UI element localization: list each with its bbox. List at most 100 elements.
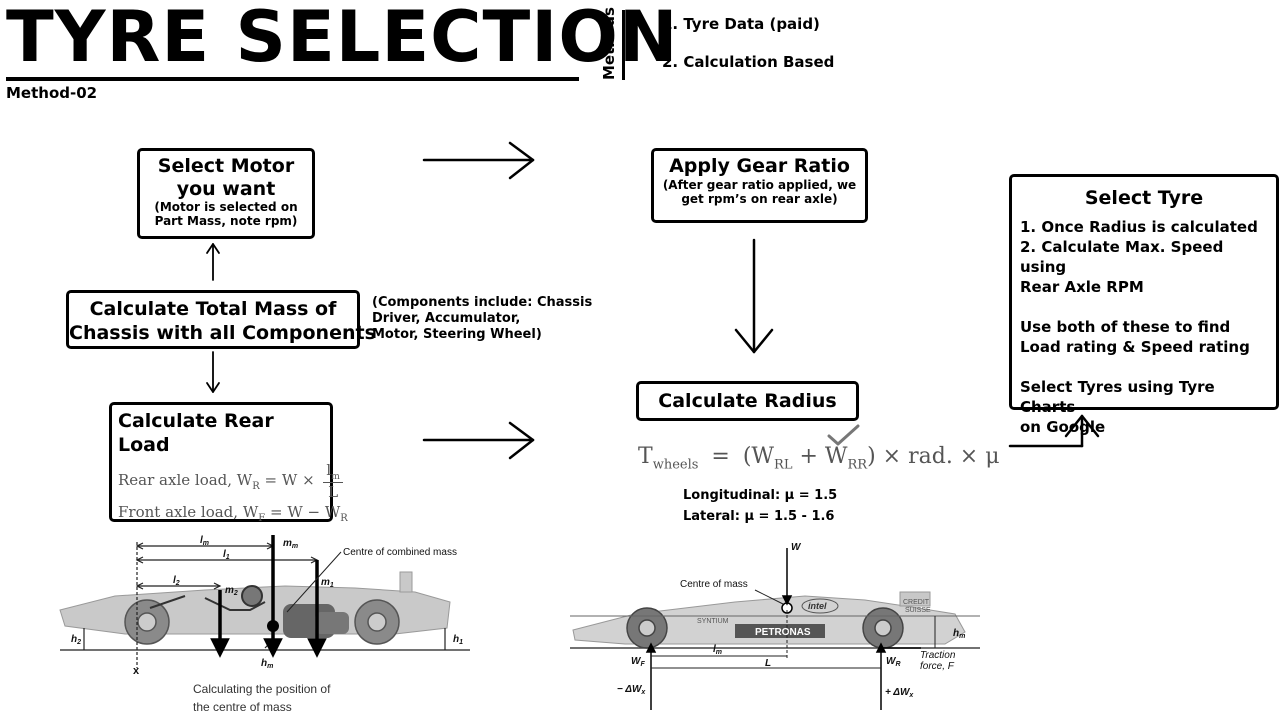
radius-title: Calculate Radius [658, 390, 837, 412]
select-tyre-line-2b: Max. Speed [1125, 238, 1224, 256]
checkmark-icon [827, 424, 860, 446]
fraction-numerator-sub: m [331, 472, 340, 482]
label-l1: l1 [223, 549, 230, 561]
page-title: TYRE SELECTION [6, 0, 679, 78]
components-note-1: (Components include: Chassis [372, 295, 593, 310]
sponsor-band [735, 624, 825, 638]
mu-longitudinal: Longitudinal: μ = 1.5 [683, 488, 838, 503]
method-item-2: 2. Calculation Based [662, 53, 835, 71]
label-dwx-neg: − ΔWx [617, 684, 646, 696]
front-axle-eq: = W − W [269, 503, 341, 521]
label-lm: lm [200, 535, 209, 547]
arrow-up-select-tyre [1008, 414, 1100, 448]
label-L: L [765, 658, 771, 669]
front-axle-sub: F [258, 513, 266, 524]
torque-lhs: T [638, 444, 653, 469]
torque-plus: + W [799, 444, 848, 469]
rear-axle-formula: Rear axle load, WR = W × lm L [118, 461, 343, 501]
arrow-right-middle [422, 421, 535, 460]
select-motor-note-2: Part Mass, note rpm) [154, 214, 298, 228]
select-tyre-line-5: Load rating & Speed rating [1020, 338, 1250, 356]
gear-ratio-note-2: get rpm’s on rear axle) [681, 192, 838, 206]
rear-axle-fraction: lm L [323, 461, 343, 501]
label-h1: h1 [453, 634, 463, 646]
select-tyre-line-7: on Google [1020, 418, 1106, 436]
label-wr: WR [886, 656, 901, 668]
label-m2: m2 [225, 585, 238, 597]
rear-axle-sub: R [252, 481, 260, 492]
components-note-2: Driver, Accumulator, [372, 311, 521, 326]
select-motor-box: Select Motor you want (Motor is selected… [137, 148, 315, 239]
select-tyre-line-6: Select Tyres using Tyre Charts [1020, 377, 1268, 417]
label-w: W [791, 542, 802, 553]
arrow-right-top [422, 141, 535, 180]
rear-axle-eq: = W × [264, 471, 315, 489]
gear-ratio-note-1: (After gear ratio applied, we [662, 178, 857, 192]
select-motor-title-2: you want [176, 178, 276, 200]
centre-of-mass-figure: lm l1 l2 mm m2 m1 h2 h1 hm x Centre of c… [59, 535, 470, 677]
select-tyre-line-6a: Select Tyres using [1020, 378, 1179, 396]
arrow-up-motor [206, 243, 220, 281]
label-hm: hm [261, 658, 273, 670]
torque-eq: = [711, 444, 730, 469]
select-tyre-line-1: 1. Once Radius is calculated [1020, 218, 1258, 236]
label-l2: l2 [173, 575, 180, 587]
label-lm-right: lm [713, 644, 722, 656]
total-mass-line-1: Calculate Total Mass of [89, 298, 337, 320]
components-note: (Components include: Chassis Driver, Acc… [372, 295, 602, 343]
traction-figure: PETRONAS intel SYNTIUM CREDIT SUISSE W l… [570, 542, 980, 710]
front-axle-label: Front axle load, W [118, 503, 259, 521]
caption-line-1: Calculating the position of [193, 682, 331, 696]
select-tyre-line-3: Rear Axle RPM [1020, 278, 1144, 296]
label-h2: h2 [71, 634, 81, 646]
method-item-1: 1. Tyre Data (paid) [662, 15, 820, 33]
page-subtitle: Method-02 [6, 84, 98, 102]
select-motor-title-1: Select Motor [157, 155, 295, 177]
arrow-down-rearload [206, 351, 220, 393]
label-centre-combined: Centre of combined mass [343, 547, 457, 558]
label-hm-right: hm [953, 628, 965, 640]
torque-rhs1-sub: RL [774, 457, 793, 473]
rear-load-title: Calculate Rear Load [118, 410, 274, 456]
front-axle-eq-sub: R [340, 513, 348, 524]
rear-axle-label: Rear axle load, W [118, 471, 253, 489]
label-traction-2: force, F [920, 661, 955, 672]
radius-box: Calculate Radius [636, 381, 859, 421]
select-tyre-line-2a: 2. Calculate [1020, 238, 1126, 256]
gear-ratio-box: Apply Gear Ratio (After gear ratio appli… [651, 148, 868, 223]
total-mass-box: Calculate Total Mass of Chassis with all… [66, 290, 376, 349]
select-tyre-line-4: Use both of these to find [1020, 318, 1231, 336]
rear-load-box: Calculate Rear Load Rear axle load, WR =… [109, 402, 348, 524]
select-motor-note-1: (Motor is selected on [154, 200, 298, 214]
torque-rhs2-sub: RR [847, 457, 868, 473]
arrow-down-radius [734, 238, 774, 354]
sponsor-intel: intel [808, 601, 827, 611]
sponsor-petronas: PETRONAS [755, 627, 811, 638]
fraction-numerator: l [326, 461, 332, 479]
torque-lhs-sub: wheels [652, 457, 699, 473]
methods-divider [622, 10, 625, 80]
select-tyre-box: Select Tyre 1. Once Radius is calculated… [1009, 174, 1279, 436]
total-mass-line-2: Chassis with all Components [69, 322, 376, 344]
select-tyre-line-2: 2. Calculate Max. Speed using [1020, 237, 1268, 277]
label-wf: WF [631, 656, 645, 668]
wheels-left [124, 599, 400, 645]
fraction-denominator: L [328, 483, 339, 501]
caption-line-2: the centre of mass [193, 700, 292, 714]
sponsor-suisse: SUISSE [905, 607, 931, 614]
torque-tail: ) × rad. × μ [867, 444, 1000, 469]
title-underline [6, 77, 579, 81]
label-traction-1: Traction [920, 650, 956, 661]
front-axle-formula: Front axle load, WF = W − WR [118, 503, 348, 524]
sponsor-credit: CREDIT [903, 599, 930, 606]
select-tyre-line-6b: Tyre Charts [1020, 378, 1215, 416]
sponsor-syntium: SYNTIUM [697, 618, 729, 625]
label-centre-of-mass: Centre of mass [680, 579, 748, 590]
gear-ratio-title: Apply Gear Ratio [669, 155, 850, 177]
select-tyre-body: 1. Once Radius is calculated 2. Calculat… [1012, 217, 1276, 437]
mu-lateral: Lateral: μ = 1.5 - 1.6 [683, 509, 835, 524]
torque-rhs1: (W [742, 444, 775, 469]
label-m1: m1 [321, 577, 334, 589]
label-dwx-pos: + ΔWx [885, 687, 914, 699]
